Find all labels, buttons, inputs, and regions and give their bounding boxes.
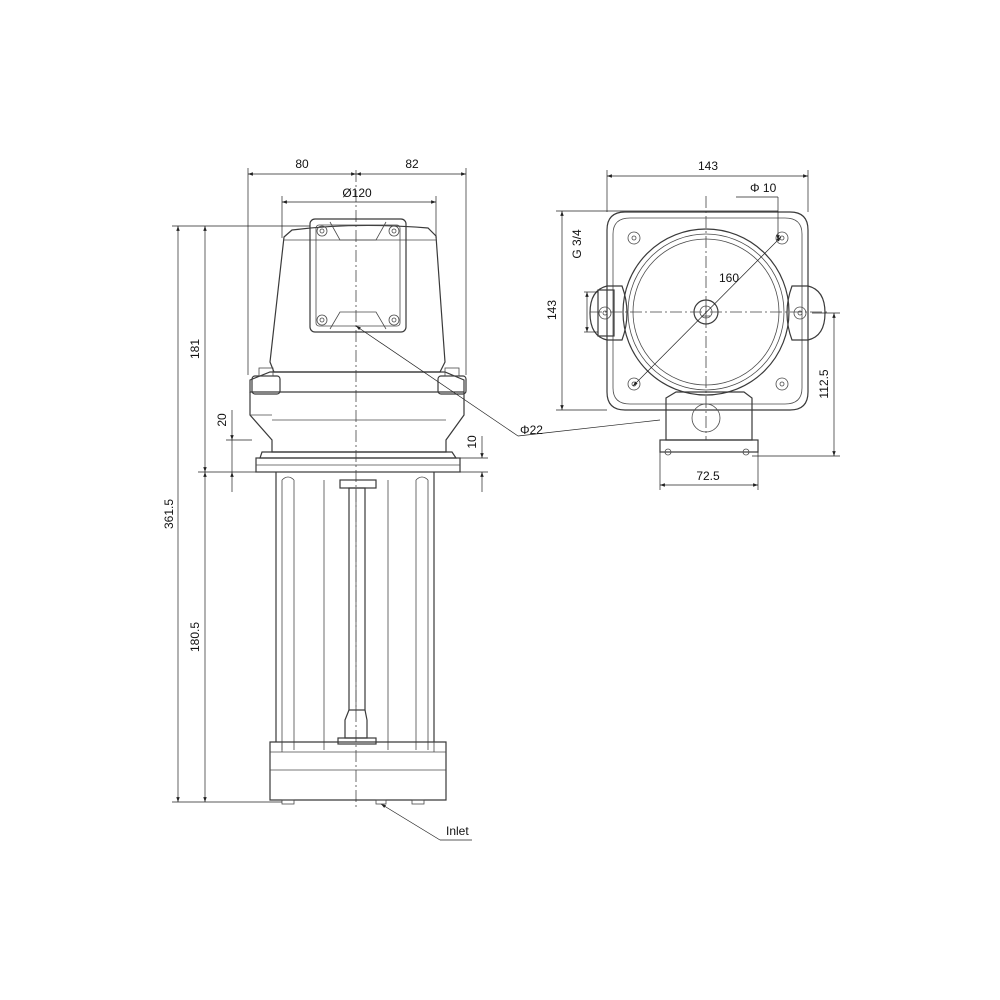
left-lug	[589, 285, 628, 341]
dim-height-lower: 180.5	[188, 622, 202, 652]
dim-bolt-circle: 160	[719, 271, 739, 285]
dim-left-width: 80	[295, 157, 309, 171]
dim-height-total: 361.5	[162, 499, 176, 529]
dim-height-upper: 181	[188, 339, 202, 359]
inlet-label: Inlet	[446, 824, 469, 838]
dim-flange-thickness: 10	[465, 435, 479, 449]
motor-outer-circle	[622, 228, 790, 396]
dim-width-total: 143	[698, 159, 718, 173]
dim-outlet-width: 72.5	[696, 469, 720, 483]
dim-thread: G 3/4	[570, 229, 584, 259]
dim-height-right: 112.5	[817, 369, 831, 398]
side-view: 80 82 Ø120 361.5 181 180.5 20 10	[162, 157, 661, 841]
dim-right-width: 82	[405, 157, 419, 171]
dim-diameter-top: Ø120	[342, 186, 372, 200]
terminal-box	[309, 218, 407, 333]
top-view: 143 Φ 10 160 143 G 3/4 112.5 72.5	[545, 159, 840, 490]
motor-housing	[269, 224, 446, 373]
pump-housing	[269, 741, 447, 805]
outlet-block	[659, 391, 759, 456]
bearing-housing	[249, 367, 467, 453]
right-lug	[786, 285, 826, 341]
dim-height-total-top: 143	[545, 300, 559, 320]
pump-column	[275, 472, 435, 750]
dim-flange-offset: 20	[215, 413, 229, 427]
pump-shaft	[337, 479, 377, 745]
dim-shaft-diameter: Φ22	[520, 423, 543, 437]
dim-hole-diameter: Φ 10	[750, 181, 777, 195]
mounting-flange	[255, 451, 461, 473]
motor-square-outline	[606, 211, 809, 411]
thread-port	[597, 289, 615, 337]
